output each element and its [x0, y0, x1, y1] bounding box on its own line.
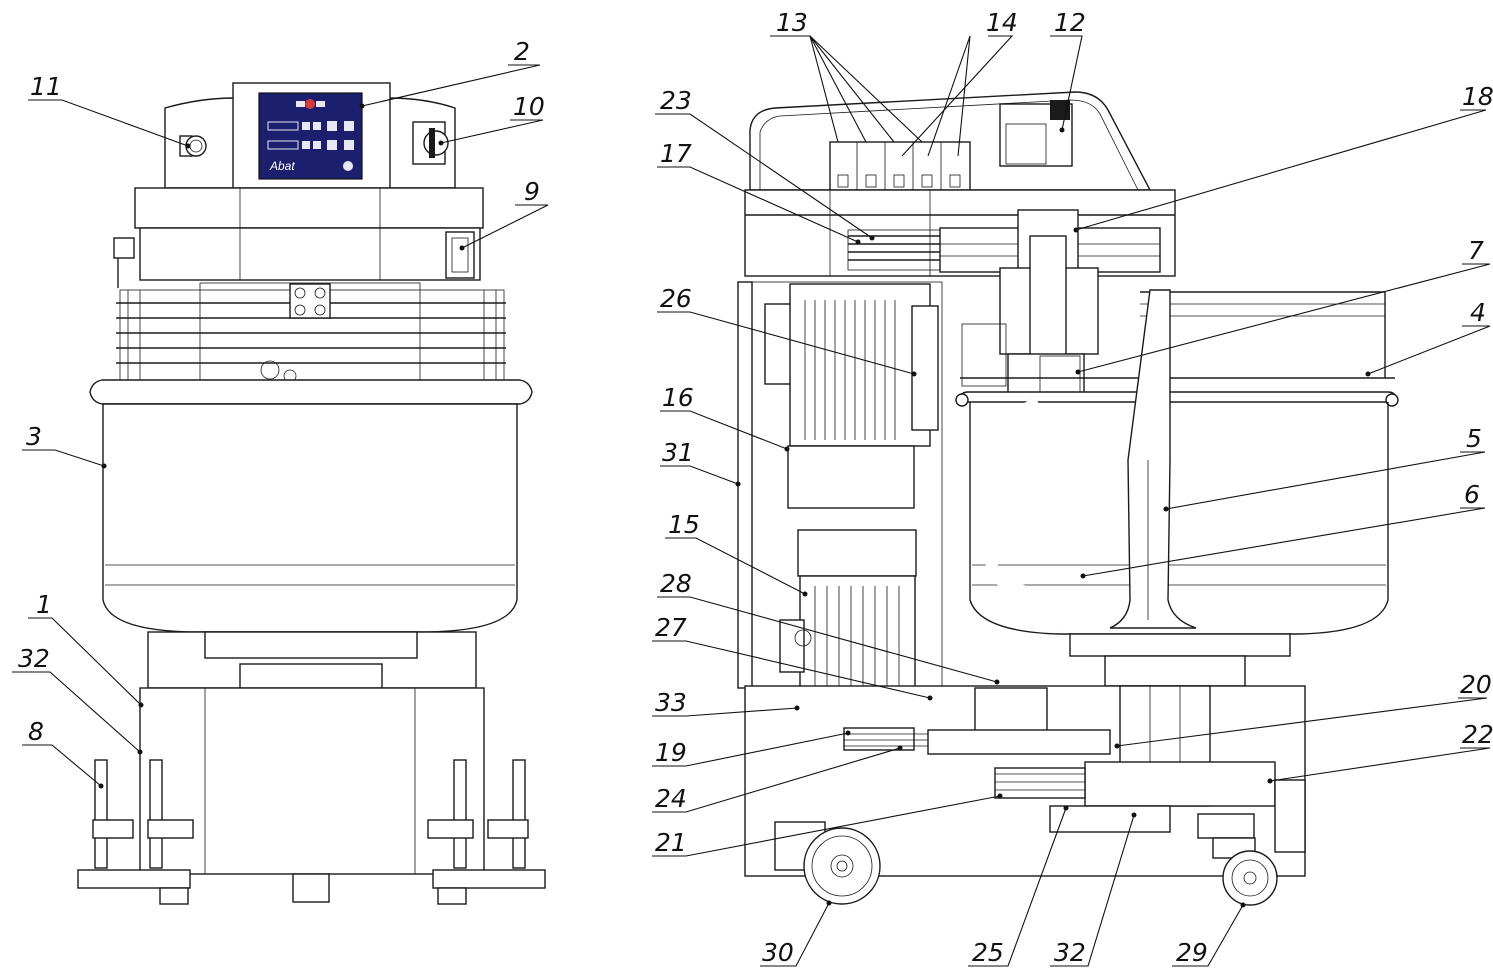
spiral-hook: [985, 397, 1115, 631]
callout-leaders: [12, 35, 1491, 967]
leveling-foot-2: [427, 759, 546, 905]
relay-block: [829, 141, 971, 191]
limit-switch: [445, 231, 475, 279]
callout-13: 13: [776, 8, 808, 37]
lower-transmission: [843, 685, 1306, 853]
callout-15: 15: [668, 510, 700, 539]
callout-21: 21: [655, 828, 687, 857]
callout-9: 9: [524, 177, 540, 206]
callout-24: 24: [655, 784, 687, 813]
callout-29: 29: [1176, 938, 1208, 967]
callout-31: 31: [662, 438, 694, 467]
mixing-motor: [764, 283, 939, 509]
rear-wheel: [774, 821, 881, 905]
callout-23: 23: [660, 86, 692, 115]
callout-19: 19: [655, 738, 687, 767]
callout-3: 3: [26, 422, 42, 451]
callout-22: 22: [1462, 720, 1493, 749]
central-breaker-bar: [1109, 289, 1197, 629]
bowl: [89, 379, 533, 633]
callout-8: 8: [28, 717, 44, 746]
callout-12: 12: [1054, 8, 1086, 37]
callout-16: 16: [662, 383, 694, 412]
callout-32-right: 32: [1054, 938, 1086, 967]
leveling-foot-1: [77, 759, 194, 905]
callout-6: 6: [1464, 480, 1480, 509]
safety-grill: [116, 282, 506, 383]
callout-10: 10: [513, 92, 545, 121]
callout-25: 25: [972, 938, 1004, 967]
callout-11: 11: [30, 72, 62, 101]
callout-5: 5: [1466, 424, 1482, 453]
callout-20: 20: [1460, 670, 1492, 699]
bowl-motor: [779, 529, 926, 713]
bowl-section: [955, 291, 1399, 635]
callout-7: 7: [1468, 236, 1484, 265]
callout-17: 17: [660, 139, 692, 168]
control-panel: Abat: [258, 92, 363, 180]
callout-32-left: 32: [18, 644, 50, 673]
brand-logo: Abat: [269, 159, 295, 173]
side-section-view: [737, 91, 1399, 906]
callout-4: 4: [1470, 298, 1486, 327]
emergency-stop-button[interactable]: [179, 135, 207, 157]
caster-wheel: [1197, 813, 1278, 906]
callout-labels: 11 2 10 9 3 1 32 8 13 14 12 23 18 17 7 2…: [18, 8, 1493, 967]
callout-28: 28: [660, 569, 692, 598]
callout-18: 18: [1462, 82, 1493, 111]
callout-1: 1: [36, 590, 52, 619]
callout-27: 27: [655, 613, 687, 642]
front-view: Abat: [77, 82, 546, 905]
callout-26: 26: [660, 284, 692, 313]
callout-33: 33: [655, 688, 687, 717]
callout-2: 2: [514, 37, 530, 66]
callout-30: 30: [762, 938, 794, 967]
callout-14: 14: [986, 8, 1018, 37]
